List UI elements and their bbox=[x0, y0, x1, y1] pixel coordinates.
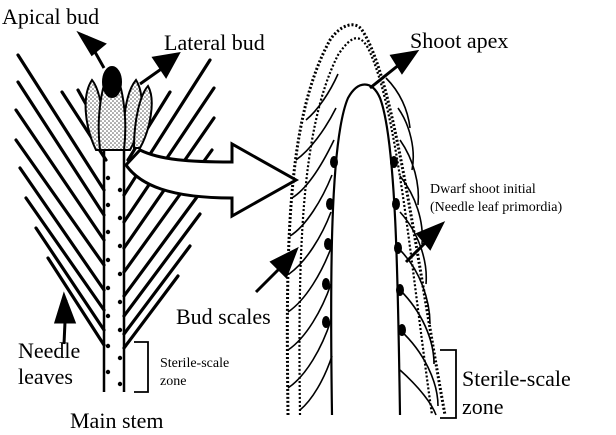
label-dwarf-shoot-initial-line1: Dwarf shoot initial bbox=[430, 182, 536, 198]
stem-scale-marks bbox=[106, 176, 122, 386]
label-needle-leaves-line1: Needle bbox=[18, 340, 80, 362]
label-sterile-scale-small-line1: Sterile-scale bbox=[160, 356, 229, 372]
label-shoot-apex: Shoot apex bbox=[410, 30, 508, 52]
big-transition-arrow bbox=[126, 144, 296, 216]
label-bud-scales: Bud scales bbox=[176, 306, 271, 328]
main-stem-shape bbox=[104, 150, 124, 392]
sterile-scale-bracket-large bbox=[440, 350, 456, 418]
label-apical-bud: Apical bud bbox=[2, 6, 99, 28]
label-lateral-bud: Lateral bud bbox=[164, 32, 265, 54]
label-needle-leaves-line2: leaves bbox=[18, 366, 73, 388]
label-dwarf-shoot-initial-line2: (Needle leaf primordia) bbox=[430, 200, 562, 216]
sterile-scale-bracket-small bbox=[134, 342, 148, 392]
label-sterile-scale-large-line1: Sterile-scale bbox=[462, 368, 571, 390]
label-sterile-scale-large-line2: zone bbox=[462, 396, 504, 418]
label-main-stem: Main stem bbox=[70, 410, 164, 432]
label-sterile-scale-small-line2: zone bbox=[160, 374, 186, 390]
bud-cluster bbox=[86, 67, 152, 150]
